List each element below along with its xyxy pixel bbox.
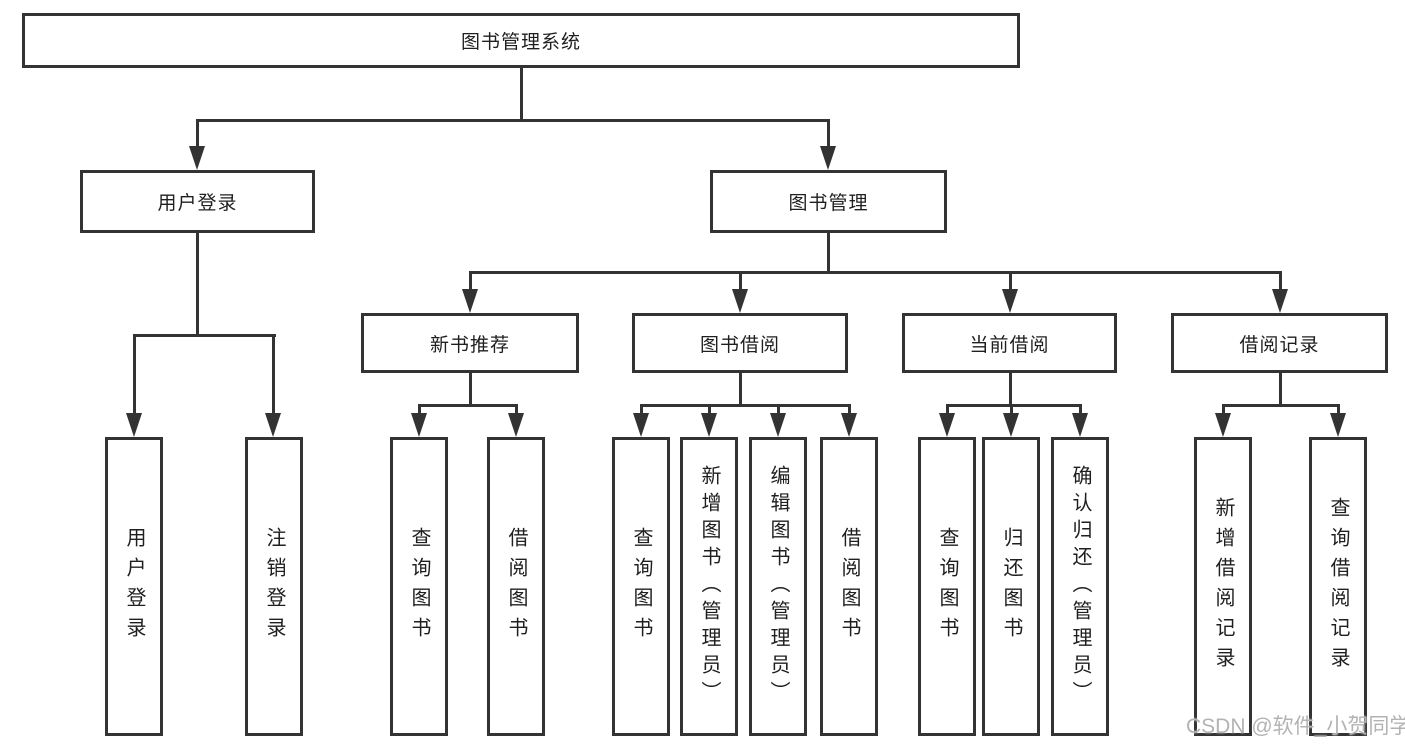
arrow-down-icon — [189, 146, 205, 170]
node-leaf-borrow-books-2-label: 借阅图书 — [838, 526, 860, 647]
connector-new-book-recommend-down — [469, 371, 472, 407]
arrow-down-icon — [939, 413, 955, 437]
node-leaf-user-login: 用户登录 — [105, 437, 163, 736]
node-leaf-query-books-1: 查询图书 — [390, 437, 448, 736]
arrow-down-icon — [462, 289, 478, 313]
node-leaf-query-borrow-record-label: 查询借阅记录 — [1327, 496, 1349, 677]
connector-stub-edit-books-admin — [777, 404, 780, 416]
arrow-down-icon — [508, 413, 524, 437]
arrow-down-icon — [1072, 413, 1088, 437]
arrow-down-icon — [732, 289, 748, 313]
connector-borrowing-records-bus — [1222, 404, 1339, 407]
node-leaf-edit-books-admin-label: 编辑图书（管理员） — [767, 465, 789, 708]
watermark: CSDN @软件_小贺同学 — [1186, 715, 1405, 738]
connector-user-login-bus — [133, 334, 276, 337]
node-leaf-add-books-admin-label: 新增图书（管理员） — [698, 465, 720, 708]
connector-stub-query-books-1 — [418, 404, 421, 416]
node-leaf-borrow-books-1-label: 借阅图书 — [505, 526, 527, 647]
connector-stub-leaf-logout — [272, 334, 275, 415]
node-user-login: 用户登录 — [80, 170, 315, 233]
connector-level2-bus — [469, 271, 1281, 274]
connector-stub-book-borrowing — [739, 271, 742, 291]
arrow-down-icon — [126, 413, 142, 437]
node-leaf-borrow-books-1: 借阅图书 — [487, 437, 545, 736]
connector-borrowing-records-down — [1279, 371, 1282, 407]
connector-book-management-down — [827, 231, 830, 274]
connector-stub-confirm-return-admin — [1079, 404, 1082, 416]
arrow-down-icon — [820, 146, 836, 170]
connector-current-borrowing-down — [1009, 371, 1012, 407]
connector-stub-query-books-2 — [640, 404, 643, 416]
arrow-down-icon — [841, 413, 857, 437]
node-leaf-return-books: 归还图书 — [982, 437, 1040, 736]
node-leaf-query-books-2-label: 查询图书 — [630, 526, 652, 647]
connector-stub-borrow-books-1 — [515, 404, 518, 416]
connector-level1-bus — [196, 119, 830, 122]
arrow-down-icon — [1002, 289, 1018, 313]
connector-user-login-down — [196, 231, 199, 336]
connector-stub-leaf-user-login — [133, 334, 136, 415]
arrow-down-icon — [1003, 413, 1019, 437]
node-current-borrowing: 当前借阅 — [902, 313, 1117, 373]
node-leaf-query-borrow-record: 查询借阅记录 — [1309, 437, 1367, 736]
node-leaf-add-borrow-record: 新增借阅记录 — [1194, 437, 1252, 736]
arrow-down-icon — [701, 413, 717, 437]
arrow-down-icon — [1272, 289, 1288, 313]
connector-book-borrowing-down — [739, 371, 742, 407]
node-leaf-borrow-books-2: 借阅图书 — [820, 437, 878, 736]
connector-stub-return-books — [1010, 404, 1013, 416]
node-leaf-edit-books-admin: 编辑图书（管理员） — [749, 437, 807, 736]
arrow-down-icon — [265, 413, 281, 437]
connector-stub-query-books-3 — [946, 404, 949, 416]
connector-stub-query-borrow-record — [1337, 404, 1340, 416]
node-borrowing-records-label: 借阅记录 — [1239, 334, 1320, 356]
connector-stub-new-book-recommend — [469, 271, 472, 291]
node-leaf-user-login-label: 用户登录 — [123, 526, 145, 647]
connector-current-borrowing-bus — [946, 404, 1081, 407]
node-root-label: 图书管理系统 — [460, 32, 581, 53]
node-book-management: 图书管理 — [710, 170, 947, 233]
connector-stub-add-books-admin — [708, 404, 711, 416]
node-book-borrowing-label: 图书借阅 — [699, 334, 780, 356]
connector-stub-borrowing-records — [1279, 271, 1282, 291]
connector-stub-borrow-books-2 — [848, 404, 851, 416]
node-borrowing-records: 借阅记录 — [1171, 313, 1388, 373]
node-leaf-confirm-return-admin-label: 确认归还（管理员） — [1069, 465, 1091, 708]
node-leaf-confirm-return-admin: 确认归还（管理员） — [1051, 437, 1109, 736]
node-leaf-logout: 注销登录 — [245, 437, 303, 736]
node-new-book-recommend: 新书推荐 — [361, 313, 579, 373]
node-current-borrowing-label: 当前借阅 — [969, 334, 1050, 356]
node-book-management-label: 图书管理 — [788, 193, 869, 214]
node-leaf-query-books-2: 查询图书 — [612, 437, 670, 736]
node-user-login-label: 用户登录 — [157, 193, 238, 214]
arrow-down-icon — [1330, 413, 1346, 437]
connector-new-book-recommend-bus — [418, 404, 518, 407]
node-book-borrowing: 图书借阅 — [632, 313, 848, 373]
node-leaf-add-borrow-record-label: 新增借阅记录 — [1212, 496, 1234, 677]
connector-root-down — [520, 66, 523, 122]
connector-stub-add-borrow-record — [1222, 404, 1225, 416]
connector-book-borrowing-bus — [640, 404, 850, 407]
arrow-down-icon — [633, 413, 649, 437]
connector-stub-book-management — [827, 119, 830, 149]
node-leaf-return-books-label: 归还图书 — [1000, 526, 1022, 647]
node-leaf-logout-label: 注销登录 — [263, 526, 285, 647]
node-leaf-query-books-3: 查询图书 — [918, 437, 976, 736]
node-leaf-query-books-3-label: 查询图书 — [936, 526, 958, 647]
node-leaf-add-books-admin: 新增图书（管理员） — [680, 437, 738, 736]
arrow-down-icon — [770, 413, 786, 437]
arrow-down-icon — [411, 413, 427, 437]
connector-stub-user-login — [196, 119, 199, 149]
node-new-book-recommend-label: 新书推荐 — [429, 334, 510, 356]
node-root: 图书管理系统 — [22, 13, 1020, 68]
arrow-down-icon — [1215, 413, 1231, 437]
node-leaf-query-books-1-label: 查询图书 — [408, 526, 430, 647]
connector-stub-current-borrowing — [1009, 271, 1012, 291]
